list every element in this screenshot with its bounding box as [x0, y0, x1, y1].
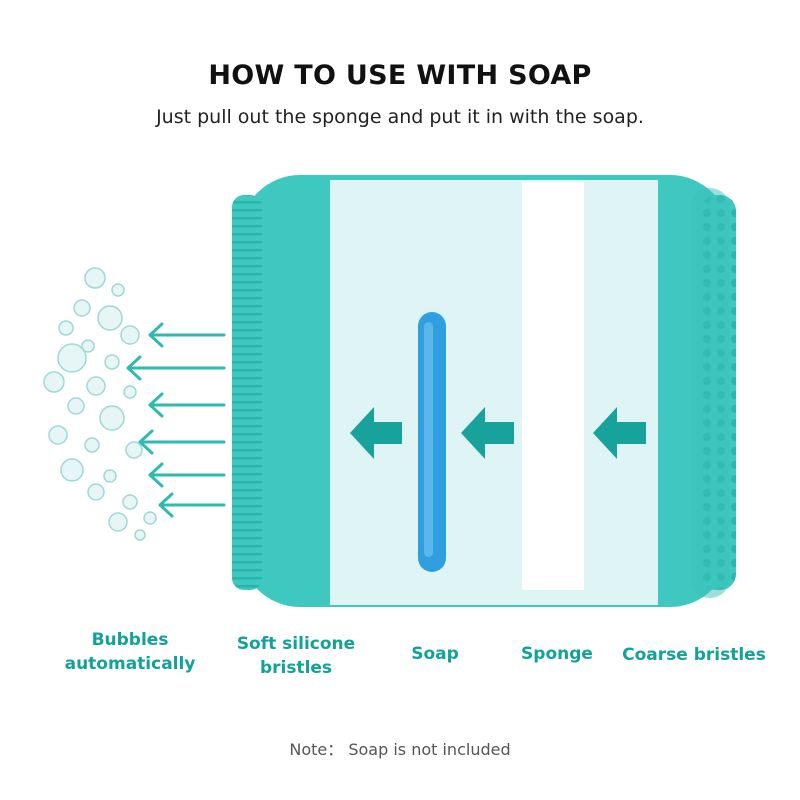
label-bubbles-line2: automatically: [64, 654, 196, 674]
label-soap: Soap: [411, 644, 459, 664]
arrow-left-icon: [350, 407, 402, 459]
arrow-left-icon: [593, 407, 646, 459]
label-bubbles: Bubbles automatically: [60, 628, 200, 676]
sponge-strip: [522, 182, 584, 590]
note-text: Note： Soap is not included: [289, 740, 511, 759]
label-bubbles-line1: Bubbles: [91, 630, 169, 650]
label-coarse-bristles: Coarse bristles: [622, 645, 766, 665]
bubbles-icon: [43, 267, 157, 541]
arrow-left-icon: [461, 407, 514, 459]
sponge-pouch: [330, 180, 658, 605]
label-sponge: Sponge: [521, 644, 593, 664]
label-soft-line2: bristles: [259, 658, 333, 678]
page-title: HOW TO USE WITH SOAP: [208, 60, 592, 91]
bubble-arrows: [126, 322, 226, 518]
page-subtitle: Just pull out the sponge and put it in w…: [156, 106, 644, 128]
brush-illustration: [43, 175, 736, 607]
label-soft-line1: Soft silicone: [236, 634, 356, 654]
label-soft-bristles: Soft silicone bristles: [226, 632, 366, 680]
